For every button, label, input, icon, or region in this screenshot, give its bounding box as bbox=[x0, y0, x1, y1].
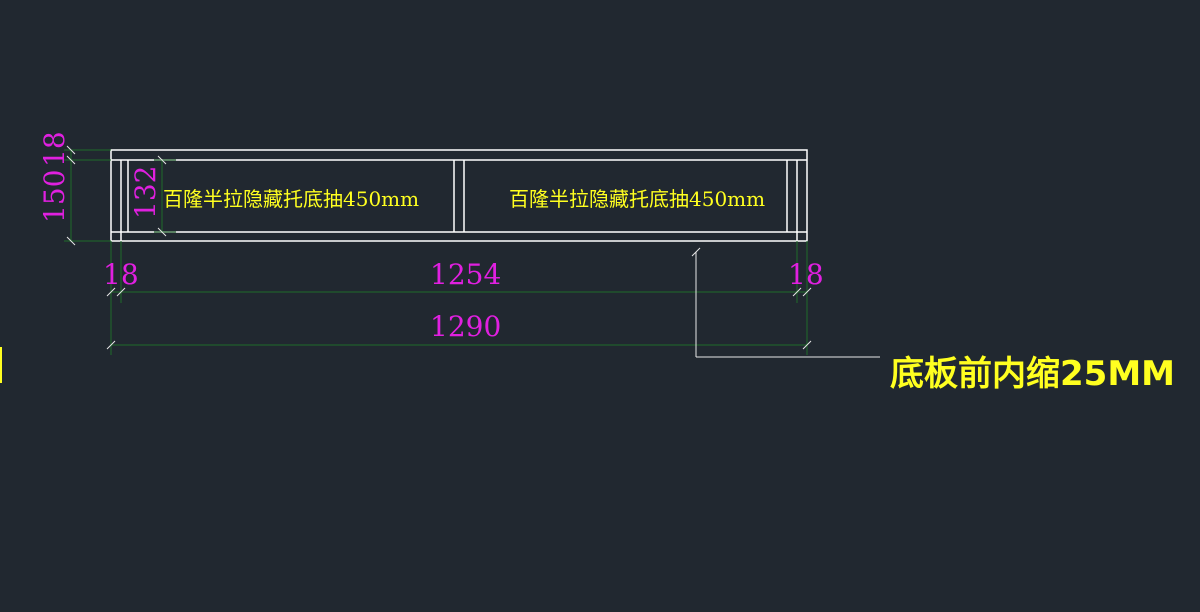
tick-left-inner bbox=[116, 287, 126, 297]
cabinet-outline bbox=[110, 149, 808, 242]
tick-left-outer bbox=[106, 287, 116, 297]
drawer-label-right: 百隆半拉隐藏托底抽450mm bbox=[509, 187, 765, 211]
height-tick-top bbox=[66, 145, 76, 155]
inner-height-tick-top bbox=[157, 155, 167, 165]
height-tick-bottom bbox=[66, 236, 76, 246]
inner-height-tick-bottom bbox=[157, 227, 167, 237]
inner-width-label: 1254 bbox=[430, 258, 501, 291]
drawer-label-left: 百隆半拉隐藏托底抽450mm bbox=[163, 187, 419, 211]
leader-tick bbox=[691, 247, 701, 257]
total-width-tick-right bbox=[802, 340, 812, 350]
top-panel-thickness-label: 18 bbox=[38, 131, 71, 167]
tick-right-outer bbox=[802, 287, 812, 297]
right-panel-thickness-label: 18 bbox=[788, 258, 824, 291]
total-height-label: 150 bbox=[38, 170, 71, 223]
inner-height-dimension: 132 bbox=[129, 155, 176, 237]
tick-right-inner bbox=[792, 287, 802, 297]
height-tick-mid bbox=[66, 155, 76, 165]
bottom-panel-inset-note: 底板前内缩25MM bbox=[890, 354, 1175, 394]
total-width-label: 1290 bbox=[430, 310, 501, 343]
total-width-tick-left bbox=[106, 340, 116, 350]
cabinet-frame bbox=[110, 149, 808, 242]
panel-width-dimensions: 18 1254 18 bbox=[103, 241, 824, 355]
height-dimension: 150 18 bbox=[38, 131, 111, 246]
edge-marker bbox=[0, 347, 2, 383]
note-leader bbox=[691, 247, 880, 358]
inner-height-label: 132 bbox=[129, 166, 162, 219]
total-width-dimension: 1290 bbox=[106, 303, 812, 355]
left-panel-thickness-label: 18 bbox=[103, 258, 139, 291]
